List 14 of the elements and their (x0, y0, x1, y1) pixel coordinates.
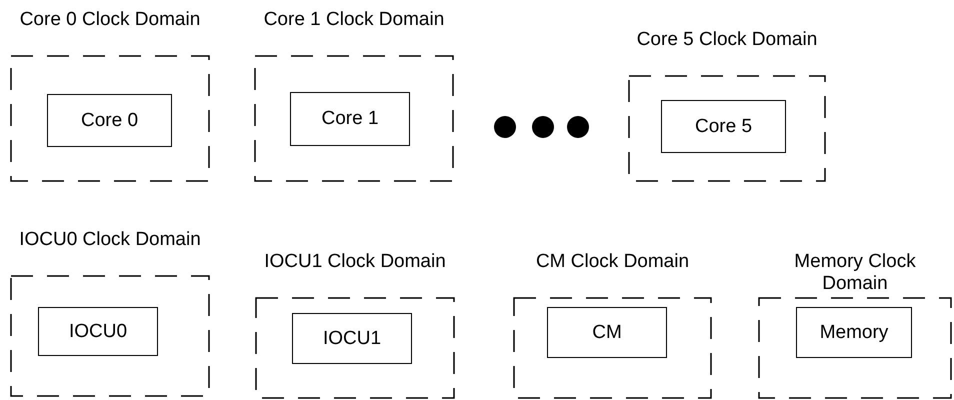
domain-heading: Core 5 Clock Domain (636, 29, 818, 51)
block-box: IOCU0 (38, 307, 158, 356)
domain-heading: Core 0 Clock Domain (20, 9, 200, 31)
block-box: Core 0 (47, 94, 172, 147)
block-box: Core 1 (290, 92, 410, 146)
block-box: IOCU1 (292, 313, 412, 364)
domain-heading: IOCU1 Clock Domain (264, 251, 446, 273)
domain-heading: Memory Clock Domain (793, 251, 917, 295)
block-box: CM (547, 307, 667, 358)
block-box: Core 5 (661, 100, 786, 153)
domain-heading: CM Clock Domain (536, 251, 690, 273)
block-box: Memory (796, 307, 912, 358)
domain-heading: Core 1 Clock Domain (264, 9, 444, 31)
domain-heading: IOCU0 Clock Domain (19, 229, 201, 251)
